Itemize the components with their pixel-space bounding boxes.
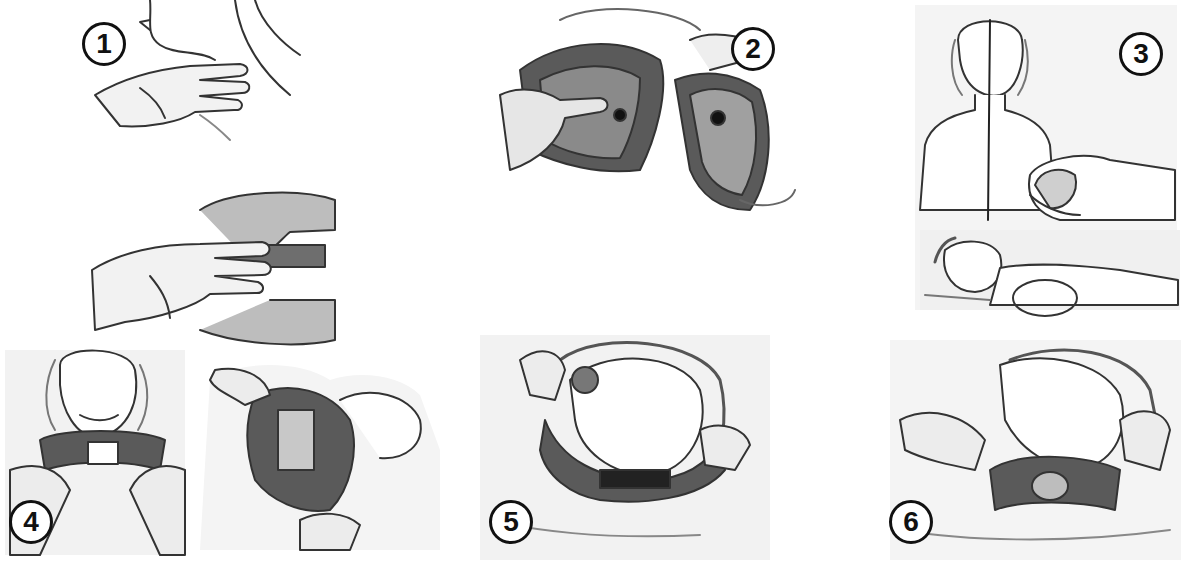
measuring-neck <box>95 0 300 140</box>
callout-text: 6 <box>903 508 919 536</box>
callout-text: 5 <box>503 508 519 536</box>
measuring-collar <box>92 193 335 345</box>
callout-number: 3 <box>1119 32 1163 76</box>
callout-number: 2 <box>731 27 775 71</box>
alignment <box>915 5 1180 316</box>
securing-collar <box>890 340 1181 560</box>
callout-text: 3 <box>1133 40 1149 68</box>
callout-number: 1 <box>82 22 126 66</box>
callout-text: 2 <box>745 35 761 63</box>
callout-text: 1 <box>96 30 112 58</box>
callout-number: 6 <box>889 500 933 544</box>
callout-number: 4 <box>9 500 53 544</box>
collar-parts <box>500 9 795 210</box>
callout-number: 5 <box>489 500 533 544</box>
front-fitting <box>5 350 440 555</box>
callout-text: 4 <box>23 508 39 536</box>
sliding-collar <box>480 335 770 560</box>
